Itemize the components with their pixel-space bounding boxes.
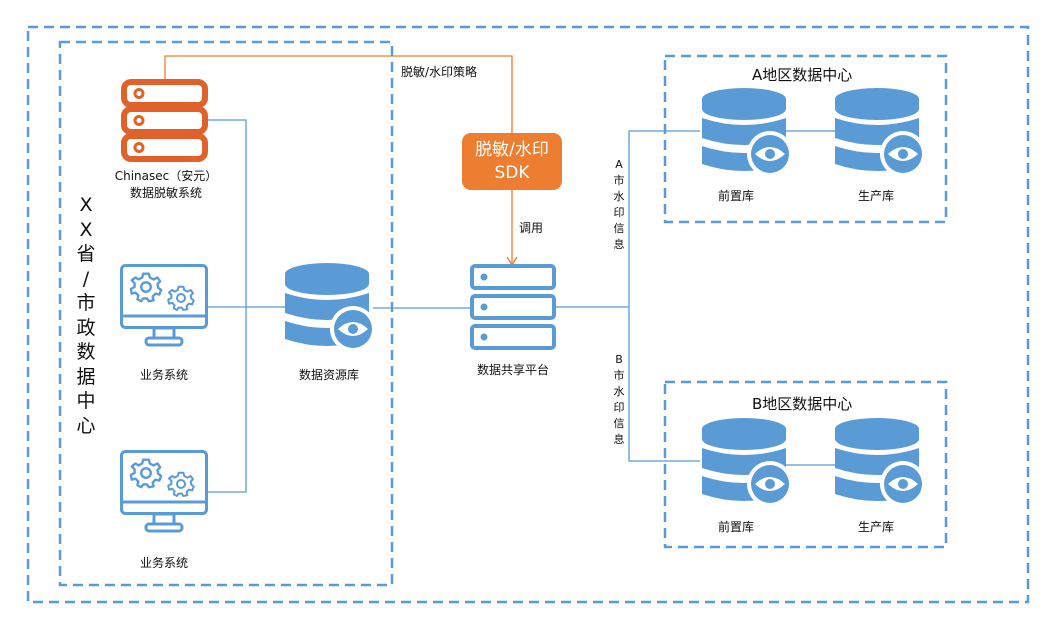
label-char: 政 [76, 316, 96, 339]
label-char: 据 [76, 365, 96, 388]
server-icon [470, 264, 556, 350]
province-zone-label: X X 省 / 市 政 数 据 中 心 [73, 193, 99, 438]
sdk-title: 脱敏/水印 [475, 139, 549, 160]
b-front-db-label: 前置库 [717, 520, 754, 534]
monitor-gears-icon [122, 266, 207, 346]
label-char: 水 [613, 190, 625, 203]
label-char: X [79, 218, 93, 241]
sdk-subtitle: SDK [494, 162, 530, 183]
province-zone [58, 40, 394, 587]
label-char: / [82, 267, 90, 290]
sdk-node: 脱敏/水印 SDK [462, 133, 562, 190]
monitor-gears-icon [122, 452, 207, 532]
a-front-db-label: 前置库 [717, 189, 754, 203]
desensitize-system-subtitle: 数据脱敏系统 [129, 186, 202, 200]
data-resource-db-label: 数据资源库 [298, 368, 359, 382]
region-b-title: B地区数据中心 [752, 395, 853, 413]
label-char: 市 [613, 174, 625, 187]
database-eye-icon [702, 88, 793, 177]
label-char: 市 [76, 292, 96, 314]
label-char: 数 [76, 341, 96, 363]
edge-desensitize-to-bus [208, 119, 247, 493]
desensitize-system-label: Chinasec（安元） 数据脱敏系统 [108, 168, 224, 202]
label-char: X [79, 194, 93, 216]
a-watermark-label: A 市 水 印 信 息 [611, 157, 627, 253]
edge-a-watermark [628, 130, 700, 462]
label-char: 省 [76, 243, 96, 265]
label-char: B [615, 353, 623, 366]
label-char: 心 [76, 414, 96, 437]
label-char: 信 [613, 222, 625, 235]
database-eye-icon [835, 418, 926, 507]
b-prod-db-label: 生产库 [857, 520, 894, 534]
database-eye-icon [702, 418, 793, 507]
label-char: 中 [76, 390, 96, 412]
label-char: 息 [613, 433, 625, 446]
database-eye-icon [285, 263, 376, 352]
label-char: 印 [613, 401, 625, 414]
desensitize-system-name: Chinasec（安元） [114, 169, 218, 183]
edge-policy [164, 55, 513, 133]
business-system-2-label: 业务系统 [139, 556, 188, 570]
b-watermark-label: B 市 水 印 信 息 [611, 352, 627, 448]
label-char: 印 [613, 206, 625, 219]
sharing-platform-label: 数据共享平台 [476, 363, 549, 377]
label-char: A [615, 158, 623, 171]
label-char: 市 [613, 369, 625, 382]
policy-edge-label: 脱敏/水印策略 [401, 65, 478, 79]
business-system-1-label: 业务系统 [139, 368, 188, 382]
invoke-edge-label: 调用 [519, 221, 544, 235]
label-char: 水 [613, 385, 625, 398]
label-char: 息 [613, 238, 625, 251]
database-eye-icon [835, 88, 926, 177]
server-icon [121, 79, 208, 162]
outer-zone [26, 25, 1030, 604]
a-prod-db-label: 生产库 [857, 189, 894, 203]
label-char: 信 [613, 417, 625, 430]
region-a-title: A地区数据中心 [752, 66, 853, 84]
region-b-zone [663, 380, 948, 549]
